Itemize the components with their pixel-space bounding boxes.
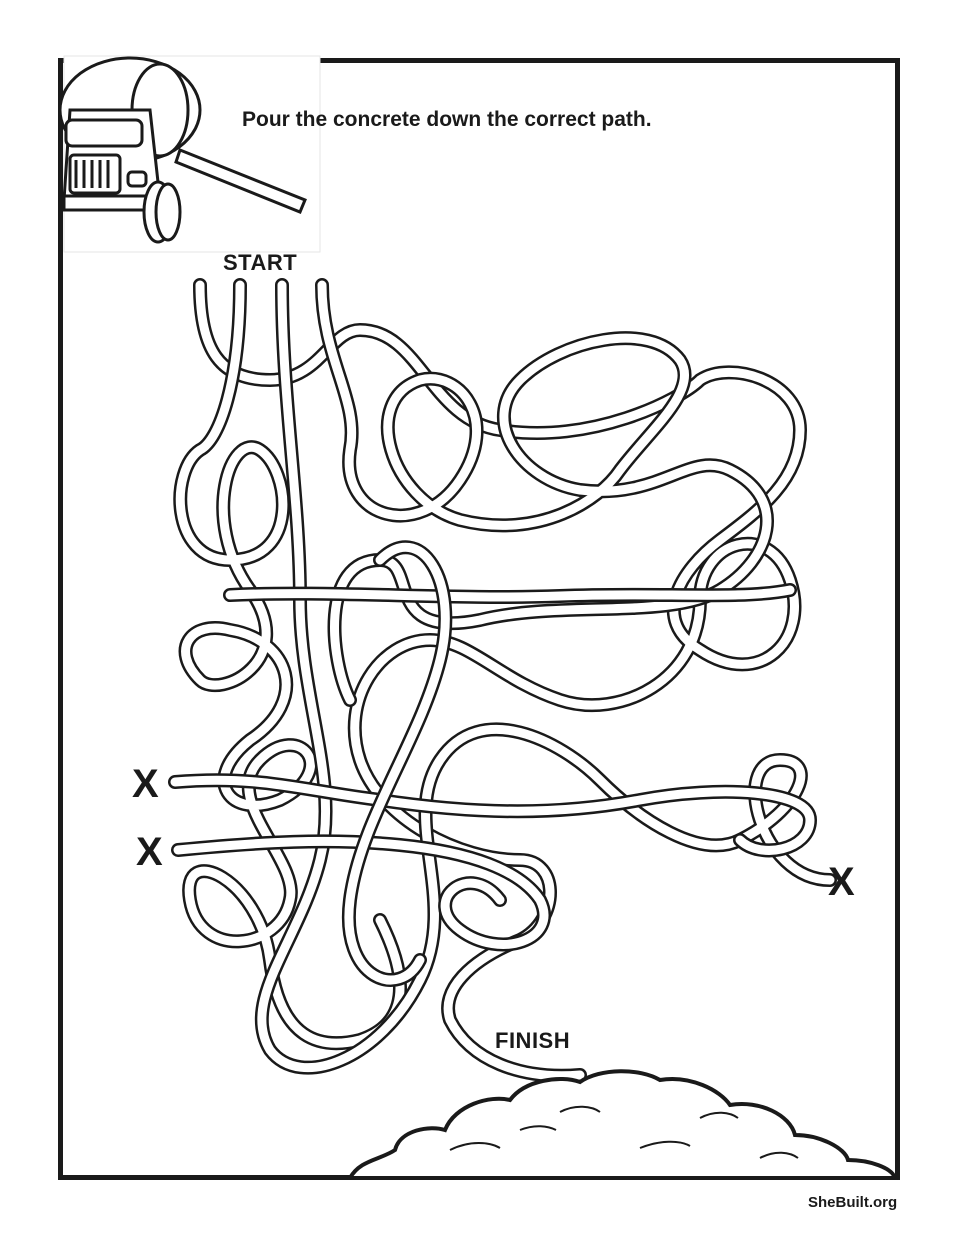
maze-paths bbox=[168, 278, 837, 1083]
concrete-pile-icon bbox=[346, 1069, 898, 1180]
brand-footer: SheBuilt.org bbox=[808, 1194, 898, 1211]
instruction-text: Pour the concrete down the correct path. bbox=[242, 108, 652, 131]
dead-end-marker: X bbox=[828, 860, 855, 904]
cement-truck-icon bbox=[58, 55, 321, 253]
dead-end-marker: X bbox=[136, 830, 163, 874]
dead-end-marker: X bbox=[132, 762, 159, 806]
finish-label: FINISH bbox=[495, 1028, 571, 1053]
start-label: START bbox=[223, 250, 298, 275]
